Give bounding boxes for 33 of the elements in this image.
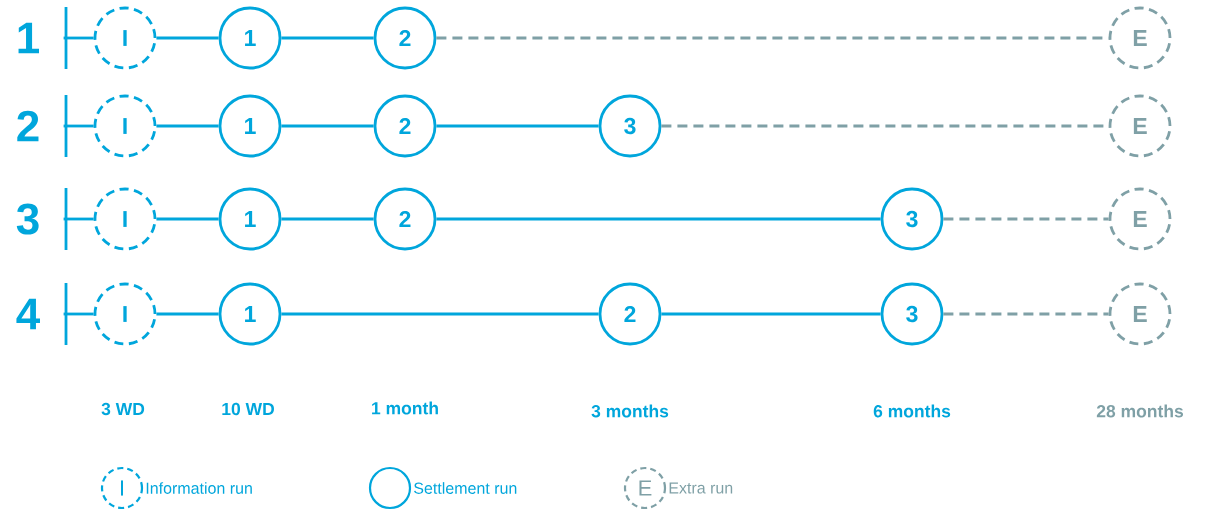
start-line (63, 217, 94, 221)
time-label: 3 WD (101, 402, 145, 416)
legend-label: Extra run (669, 482, 733, 494)
connector-line (156, 124, 219, 128)
legend-sample: E (623, 466, 667, 510)
start-line (63, 36, 94, 40)
time-label: 3 months (591, 404, 669, 418)
connector-line (281, 36, 374, 40)
connector-line (156, 312, 219, 316)
connector-line (436, 36, 1109, 40)
row-number: 3 (16, 203, 39, 235)
legend-sample: I (100, 466, 144, 510)
connector-line (156, 217, 219, 221)
legend-label: Information run (146, 482, 252, 494)
row-number: 4 (16, 298, 40, 330)
connector-line (281, 124, 374, 128)
connector-line (661, 312, 881, 316)
connector-line (281, 217, 374, 221)
time-label: 1 month (372, 401, 438, 415)
connector-line (943, 217, 1109, 221)
time-label: 28 months (1096, 404, 1184, 418)
connector-line (156, 36, 219, 40)
row-number: 1 (18, 22, 39, 54)
legend-label: Settlement run (414, 482, 517, 494)
time-label: 6 months (873, 404, 951, 418)
start-line (63, 312, 94, 316)
connector-line (943, 312, 1109, 316)
connector-line (436, 217, 881, 221)
connector-line (436, 124, 599, 128)
time-label: 10 WD (222, 402, 274, 416)
row-number: 2 (17, 110, 39, 142)
start-line (63, 124, 94, 128)
connector-line (281, 312, 599, 316)
